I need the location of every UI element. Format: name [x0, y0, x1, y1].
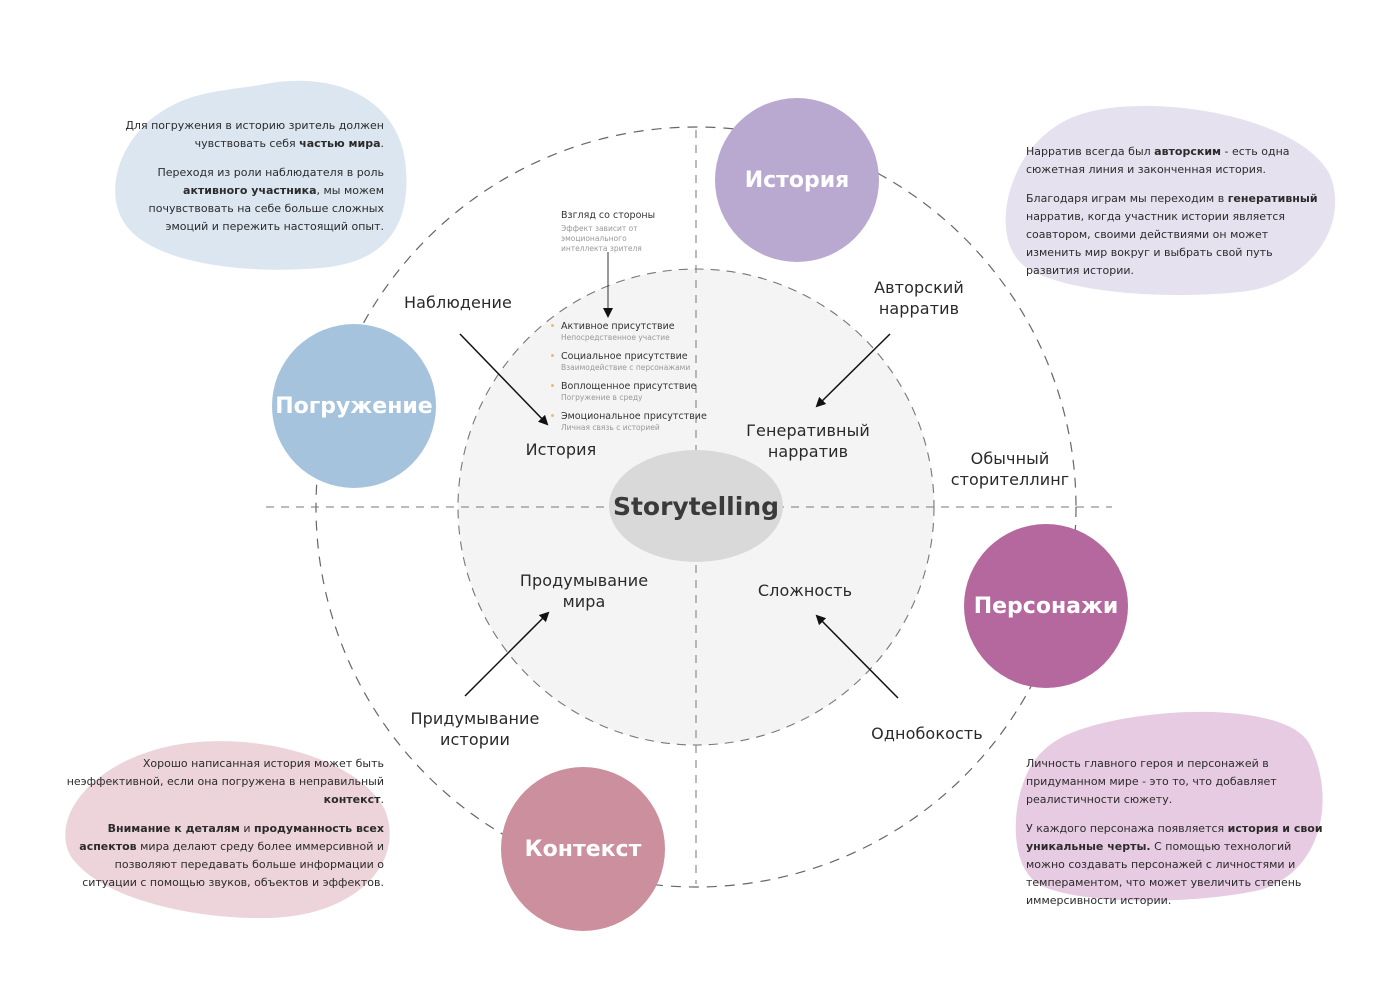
text-story-p1: Нарратив всегда был авторским - есть одн…: [1026, 143, 1326, 179]
blob-context: [65, 741, 390, 919]
text-span: - есть одна сюжетная линия и законченная…: [1026, 145, 1290, 176]
text-span: Переходя из роли наблюдателя в роль: [157, 166, 384, 179]
node-immersion: Погружение: [272, 324, 436, 488]
label-world-inventing: Придумывание истории: [410, 709, 540, 749]
text-span: Хорошо написанная история может быть неэ…: [66, 757, 384, 788]
text-span: Для погружения в историю зритель должен …: [125, 119, 384, 150]
label-ordinary-storytelling: Обычный сторителлинг: [950, 449, 1070, 489]
text-bold: продуманность всех аспектов: [79, 822, 384, 853]
bullet-dot-icon: [551, 384, 554, 387]
node-characters: Персонажи: [964, 524, 1128, 688]
text-context: Хорошо написанная история может быть неэ…: [64, 755, 384, 903]
label-world-thinking: Продумывание мира: [519, 571, 649, 611]
label-complexity: Сложность: [757, 581, 853, 600]
presence-subtitle: Погружение в среду: [561, 393, 643, 402]
text-story: Нарратив всегда был авторским - есть одн…: [1026, 143, 1326, 291]
presence-subtitle: Непосредственное участие: [561, 333, 670, 342]
text-bold: контекст: [323, 793, 381, 806]
text-span: мира делают среду более иммерсивной и по…: [82, 840, 384, 889]
blob-immersion: [115, 80, 407, 270]
blob-story: [1005, 105, 1336, 296]
text-story-p2: Благодаря играм мы переходим в генератив…: [1026, 190, 1326, 280]
arrow-world: [464, 611, 550, 697]
text-span: , мы можем почувствовать на себе больше …: [148, 184, 384, 233]
text-context-p1: Хорошо написанная история может быть неэ…: [64, 755, 384, 809]
note-title: Взгляд со стороны: [561, 210, 656, 221]
node-context: Контекст: [501, 767, 665, 931]
text-bold: активного участника: [183, 184, 317, 197]
bullet-dot-icon: [551, 324, 554, 327]
node-context-label: Контекст: [524, 836, 642, 862]
text-bold: генеративный: [1227, 192, 1318, 205]
text-span: и: [239, 822, 255, 835]
text-span: С помощью технологий можно создавать пер…: [1026, 840, 1302, 907]
bullet-dot-icon: [551, 414, 554, 417]
presence-title: Эмоциональное присутствие: [561, 411, 707, 422]
blob-characters: [1015, 711, 1323, 901]
text-immersion-p1: Для погружения в историю зритель должен …: [120, 117, 384, 153]
center-ellipse: [609, 450, 783, 562]
presence-title: Воплощенное присутствие: [561, 381, 697, 392]
text-span: У каждого персонажа появляется: [1026, 822, 1228, 835]
presence-subtitle: Взаимодействие с персонажами: [561, 363, 691, 372]
text-span: Благодаря играм мы переходим в: [1026, 192, 1228, 205]
text-bold: авторским: [1154, 145, 1222, 158]
label-authorial-narrative: Авторский нарратив: [874, 278, 964, 318]
presence-subtitle: Личная связь с историей: [561, 423, 660, 432]
text-characters-p1: Личность главного героя и персонажей в п…: [1026, 757, 1277, 806]
bullet-dot-icon: [551, 354, 554, 357]
text-bold: частью мира: [299, 137, 381, 150]
note-subtitle: Эффект зависит от эмоционального интелле…: [561, 224, 642, 253]
text-immersion: Для погружения в историю зритель должен …: [120, 117, 384, 247]
arrow-complexity: [815, 614, 899, 699]
center-label: Storytelling: [612, 491, 780, 521]
arrow-authorial: [815, 333, 891, 408]
arrow-observation: [459, 333, 549, 426]
presence-title: Социальное присутствие: [561, 351, 688, 362]
label-story-inner: История: [525, 440, 597, 459]
text-context-p2: Внимание к деталям и продуманность всех …: [64, 820, 384, 892]
text-span: .: [380, 793, 385, 806]
text-immersion-p2: Переходя из роли наблюдателя в роль акти…: [120, 164, 384, 236]
node-story-label: История: [744, 167, 850, 193]
node-immersion-label: Погружение: [275, 393, 433, 419]
text-bold: Внимание к деталям: [107, 822, 240, 835]
node-story: История: [715, 98, 879, 262]
text-characters: Личность главного героя и персонажей в п…: [1026, 755, 1332, 921]
text-span: Нарратив всегда был: [1026, 145, 1155, 158]
text-span: нарратив, когда участник истории являетс…: [1026, 210, 1286, 277]
text-bold: история и свои уникальные черты.: [1026, 822, 1323, 853]
label-generative-narrative: Генеративный нарратив: [746, 421, 870, 461]
text-characters-p2: У каждого персонажа появляется история и…: [1026, 820, 1332, 910]
label-one-sidedness: Однобокость: [871, 724, 983, 743]
text-span: .: [380, 137, 385, 150]
node-characters-label: Персонажи: [973, 593, 1119, 619]
label-observation: Наблюдение: [403, 293, 512, 312]
presence-title: Активное присутствие: [561, 321, 675, 332]
